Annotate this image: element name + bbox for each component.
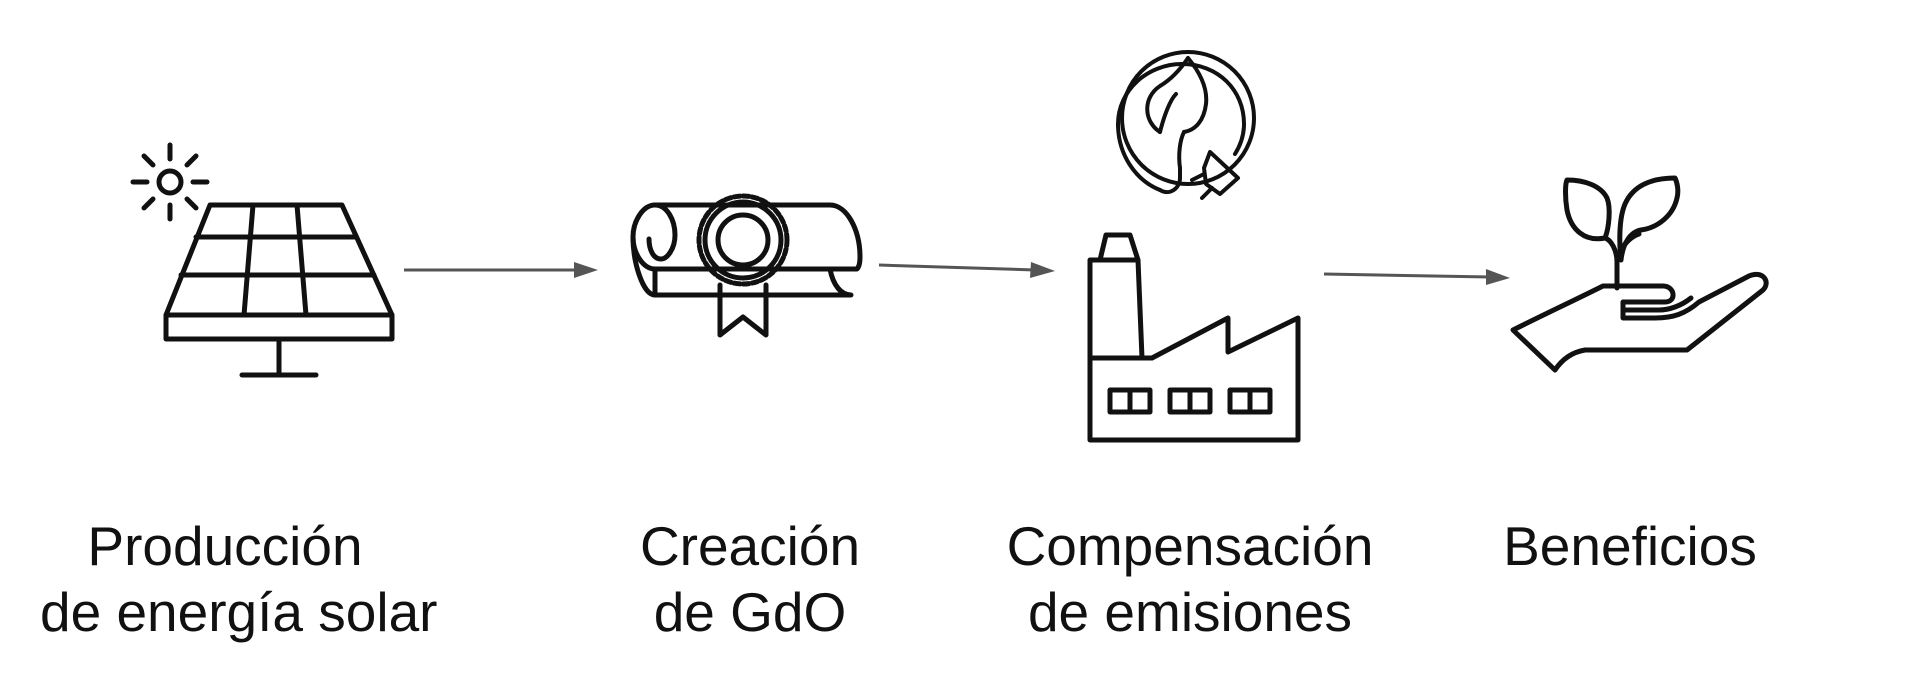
step-label-solar-production: Producción de energía solar [40, 513, 438, 645]
step-label-line: de energía solar [40, 581, 438, 643]
flow-arrow-2 [878, 262, 1055, 278]
solar-panel-icon [130, 142, 395, 378]
step-label-line: Beneficios [1503, 515, 1757, 577]
leaf-plug-icon [1116, 50, 1256, 200]
sprout-icon [1563, 175, 1681, 291]
step-label-line: Producción [87, 515, 363, 577]
step-label-line: de emisiones [1027, 581, 1353, 643]
step-label-line: Compensación [1006, 515, 1374, 577]
flow-arrow-3 [1323, 269, 1510, 285]
flow-arrow-1 [404, 262, 598, 278]
certificate-scroll-icon [630, 193, 863, 338]
step-label-benefits: Beneficios [1470, 513, 1790, 579]
hand-plant-icon [1510, 175, 1769, 373]
step-label-line: de GdO [653, 581, 847, 643]
factory-eco-energy-icon [1087, 50, 1301, 443]
step-label-gdo-creation: Creación de GdO [590, 513, 910, 645]
step-label-line: Creación [639, 515, 861, 577]
step-label-emissions-offset: Compensación de emisiones [980, 513, 1400, 645]
sun-icon [130, 142, 210, 222]
factory-icon [1087, 232, 1301, 443]
